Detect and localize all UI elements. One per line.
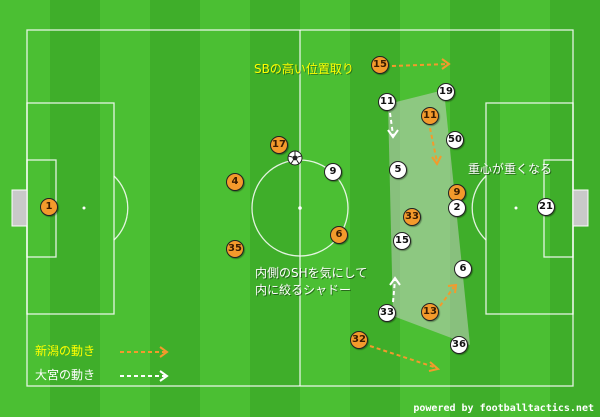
omiya-player-6[interactable]: 6 xyxy=(454,260,472,278)
annotation-heavy-center: 重心が重くなる xyxy=(468,162,553,176)
niigata-player-32[interactable]: 32 xyxy=(350,331,368,349)
omiya-player-19[interactable]: 19 xyxy=(437,83,455,101)
arrow-15 xyxy=(391,63,449,67)
niigata-arrowheads xyxy=(159,58,458,372)
arrow-11 xyxy=(429,127,438,163)
defensive-zone xyxy=(388,90,470,345)
arrow-33-omiya xyxy=(392,279,396,303)
omiya-player-5[interactable]: 5 xyxy=(389,161,407,179)
spots xyxy=(82,206,518,210)
niigata-player-35[interactable]: 35 xyxy=(226,240,244,258)
annotation-sh-note-2: 内に絞るシャドー xyxy=(255,283,352,297)
goals xyxy=(11,189,589,227)
soccer-ball-icon xyxy=(287,150,303,166)
niigata-player-33[interactable]: 33 xyxy=(403,208,421,226)
niigata-player-11[interactable]: 11 xyxy=(421,107,439,125)
annotation-sb-high: SBの高い位置取り xyxy=(254,62,354,76)
arrow-13 xyxy=(439,286,455,307)
arrow-32 xyxy=(369,345,438,369)
omiya-player-2[interactable]: 2 xyxy=(448,199,466,217)
omiya-arrowheads xyxy=(159,129,401,382)
legend-omiya: 大宮の動き xyxy=(35,368,96,382)
niigata-player-4[interactable]: 4 xyxy=(226,173,244,191)
niigata-player-1[interactable]: 1 xyxy=(40,198,58,216)
niigata-player-15[interactable]: 15 xyxy=(371,56,389,74)
niigata-player-17[interactable]: 17 xyxy=(270,136,288,154)
omiya-arrows xyxy=(120,112,396,377)
niigata-player-6[interactable]: 6 xyxy=(330,226,348,244)
niigata-player-13[interactable]: 13 xyxy=(421,303,439,321)
omiya-player-36[interactable]: 36 xyxy=(450,336,468,354)
omiya-player-50[interactable]: 50 xyxy=(446,131,464,149)
niigata-arrows xyxy=(120,63,455,369)
omiya-player-15[interactable]: 15 xyxy=(393,232,411,250)
legend-niigata: 新潟の動き xyxy=(35,344,96,358)
arrow-11-omiya xyxy=(389,112,394,136)
credit-text: powered by footballtactics.net xyxy=(413,403,594,414)
omiya-player-11[interactable]: 11 xyxy=(378,93,396,111)
omiya-player-9[interactable]: 9 xyxy=(324,163,342,181)
omiya-player-33[interactable]: 33 xyxy=(378,304,396,322)
annotation-sh-note-1: 内側のSHを気にして xyxy=(255,266,368,280)
omiya-player-21[interactable]: 21 xyxy=(537,198,555,216)
